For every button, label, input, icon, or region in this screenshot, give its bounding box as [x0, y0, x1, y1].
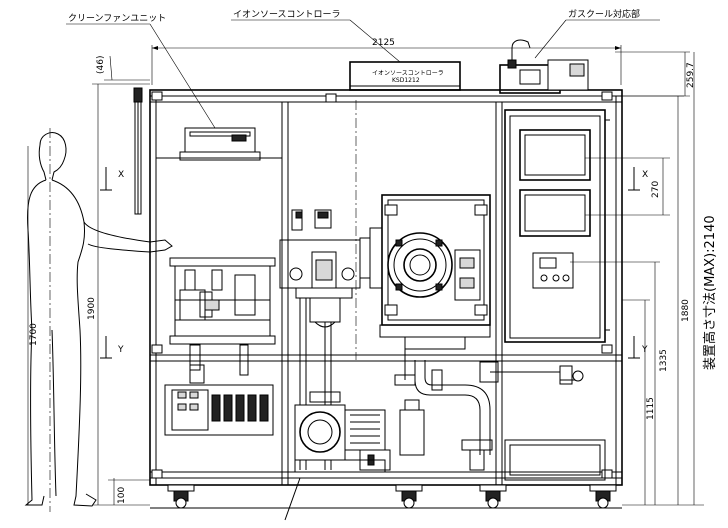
dimension-height-1880-text: 1880 [681, 299, 691, 322]
left-process-chamber [169, 257, 276, 376]
dimension-height-1335: 1335 [570, 261, 669, 505]
ion-source-chamber [359, 194, 491, 380]
controller-plate-text-2: KSD1212 [392, 77, 420, 84]
casters [150, 484, 622, 509]
dimension-height-1700: 1700 [27, 146, 39, 505]
section-mark-y-left-text: Y [117, 345, 124, 355]
section-mark-y-right-text: Y [641, 345, 648, 355]
dimension-total-width: 2125 [151, 38, 622, 85]
left-electrical-box [164, 364, 274, 436]
dimension-height-1900: 1900 [87, 83, 150, 506]
section-mark-x-right-text: X [642, 170, 648, 180]
dimension-offset-top-text: (46) [96, 56, 106, 74]
rotary-pump [284, 391, 391, 521]
dimension-height-270: 270 [585, 157, 670, 216]
clean-fan-unit [156, 127, 282, 161]
gas-cooler-unit [499, 39, 589, 94]
dimension-height-1115: 1115 [622, 299, 656, 505]
main-frame [149, 89, 623, 486]
dimension-height-1880: 1880 [622, 95, 691, 505]
dimension-overall-height: 装置高さ寸法(MAX):2140 [622, 52, 718, 506]
dimension-height-1115-text: 1115 [646, 397, 656, 420]
label-clean-fan-unit: クリーンファンユニット [66, 13, 216, 129]
label-gas-cooler-text: ガスクール対応部 [568, 8, 640, 20]
dimension-overall-height-text: 装置高さ寸法(MAX):2140 [702, 215, 718, 370]
dimension-base-100: 100 [108, 478, 150, 505]
controller-plate-text-1: イオンソースコントローラ [372, 70, 444, 77]
label-gas-cooler: ガスクール対応部 [534, 8, 660, 59]
dimension-height-1700-text: 1700 [29, 323, 39, 346]
label-clean-fan-unit-text: クリーンファンユニット [68, 13, 166, 24]
section-mark-x-left: X [100, 167, 124, 191]
dimension-height-1335-text: 1335 [659, 349, 669, 372]
label-ion-source-controller: イオンソースコントローラ [231, 9, 401, 63]
dimension-total-width-text: 2125 [372, 38, 395, 48]
ion-source-controller-unit: イオンソースコントローラ KSD1212 [349, 61, 461, 91]
human-figure [24, 128, 173, 512]
left-cable-handle [133, 87, 143, 215]
right-cabinet [504, 109, 610, 343]
dimension-height-1900-text: 1900 [87, 297, 97, 320]
section-mark-x-left-text: X [118, 170, 124, 180]
label-ion-source-controller-text: イオンソースコントローラ [233, 9, 341, 20]
right-lower-box [504, 439, 606, 481]
section-mark-y-left: Y [100, 336, 124, 359]
lower-piping [394, 360, 584, 471]
dimension-top-extension: 259.7 [615, 51, 696, 97]
dimension-offset-top: (46) [96, 56, 150, 81]
section-mark-y-right: Y [628, 336, 648, 359]
dimension-height-270-text: 270 [651, 181, 661, 198]
section-mark-x-right: X [628, 167, 648, 191]
dimension-top-extension-text: 259.7 [686, 62, 696, 88]
dimension-base-100-text: 100 [117, 487, 127, 504]
